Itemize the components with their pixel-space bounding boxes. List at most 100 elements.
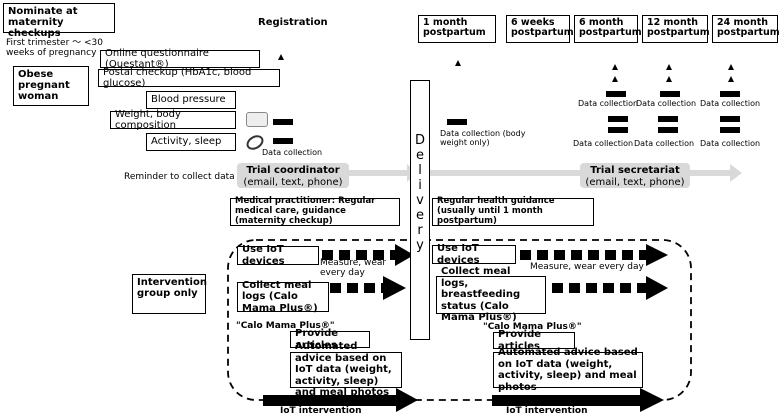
reminder-text: Reminder to collect data <box>124 172 235 182</box>
header-24-month: 24 month postpartum <box>712 15 780 43</box>
rect-marker <box>720 116 740 122</box>
data-collection-label-1m: Data collection (body weight only) <box>440 129 526 148</box>
intervention-group-box: Intervention group only <box>132 274 207 314</box>
dashed-arrow-use-iot-left <box>322 244 414 266</box>
provide-articles-label-right: Provide articles <box>498 329 542 352</box>
measure-text-right: Measure, wear every day <box>530 262 644 272</box>
trial-secretariat-title: Trial secretariat <box>590 165 680 176</box>
delivery-letter: e <box>416 208 424 223</box>
rect-marker <box>273 119 293 125</box>
grey-arrow-right <box>688 164 742 182</box>
provide-articles-label-left: Provide articles <box>295 328 339 351</box>
triangle-marker <box>666 76 672 82</box>
registration-header: Registration <box>258 17 328 28</box>
delivery-box: D e l i v e r y <box>410 80 430 340</box>
data-collection-label: Data collection <box>636 99 697 108</box>
rect-marker <box>608 116 628 122</box>
rect-marker <box>606 91 626 97</box>
advice-label-right: Automated advice based on IoT data (weig… <box>498 347 638 393</box>
rect-marker <box>658 116 678 122</box>
data-collection-label: Data collection <box>634 139 695 148</box>
weight-box: Weight, body composition <box>110 108 236 132</box>
delivery-letter: l <box>418 163 422 178</box>
activity-box: Activity, sleep <box>146 133 236 151</box>
medical-care-box: Medical practitioner: Regular medical ca… <box>230 196 400 226</box>
trial-coordinator-title: Trial coordinator <box>246 165 340 176</box>
delivery-letter: i <box>418 178 422 193</box>
header-6-month: 6 month postpartum <box>574 15 642 43</box>
triangle-marker <box>612 76 618 82</box>
iot-intervention-arrow-right <box>492 388 664 412</box>
data-collection-label: Data collection <box>262 148 323 157</box>
activity-label: Activity, sleep <box>151 136 222 148</box>
trial-secretariat-sub: (email, text, phone) <box>585 177 685 188</box>
use-iot-label-right: Use IoT devices <box>437 243 480 266</box>
obese-box: Obese pregnant woman <box>13 66 89 106</box>
header-6-weeks: 6 weeks postpartum <box>506 15 574 43</box>
use-iot-label-left: Use IoT devices <box>242 244 285 267</box>
triangle-marker <box>278 54 284 60</box>
meal-log-label-left: Collect meal logs (Calo Mama Plus®) <box>242 279 318 314</box>
grey-arrow-left <box>345 164 417 182</box>
nominate-box: Nominate at maternity checkups <box>3 3 115 39</box>
regular-guidance-label: Regular health guidance (usually until 1… <box>437 196 555 226</box>
dashed-arrow-use-iot-right <box>520 244 668 266</box>
rect-marker <box>447 119 467 125</box>
advice-box-left: Automated advice based on IoT data (weig… <box>290 341 402 398</box>
iot-intervention-arrow-left <box>263 388 418 412</box>
dashed-arrow-meal-right <box>535 276 668 300</box>
blood-pressure-box: Blood pressure <box>146 91 236 109</box>
header-6-weeks-label: 6 weeks postpartum <box>511 17 574 39</box>
meal-log-label-right: Collect meal logs, breastfeeding status … <box>441 266 521 324</box>
triangle-marker <box>728 64 734 70</box>
provide-articles-box-right: Provide articles <box>493 329 575 352</box>
questionnaire-box: Online questionnaire (Questant®) <box>100 47 260 71</box>
triangle-marker <box>666 64 672 70</box>
data-collection-label: Data collection <box>578 99 639 108</box>
delivery-letter: r <box>417 223 423 238</box>
postal-checkup-label: Postal checkup (HbA1c, blood glucose) <box>103 66 252 90</box>
data-collection-label: Data collection <box>700 99 761 108</box>
trial-coordinator-sub: (email, text, phone) <box>243 177 343 188</box>
rect-marker <box>273 138 293 144</box>
iot-intervention-label-right: IoT intervention <box>506 406 588 416</box>
measure-text-left: Measure, wear every day <box>320 258 387 279</box>
data-collection-label: Data collection <box>573 139 634 148</box>
scale-device-icon <box>246 112 268 127</box>
calo-mama-label-right: "Calo Mama Plus®" <box>483 322 582 332</box>
rect-marker <box>720 127 740 133</box>
header-6-month-label: 6 month postpartum <box>579 17 642 39</box>
calo-mama-label-left: "Calo Mama Plus®" <box>236 321 335 331</box>
meal-log-box-right: Collect meal logs, breastfeeding status … <box>436 266 546 323</box>
provide-articles-box-left: Provide articles <box>290 328 370 351</box>
data-collection-label: Data collection <box>700 139 761 148</box>
triangle-marker <box>612 64 618 70</box>
trial-secretariat-box: Trial secretariat (email, text, phone) <box>580 163 690 188</box>
iot-intervention-label-left: IoT intervention <box>280 406 362 416</box>
trial-coordinator-box: Trial coordinator (email, text, phone) <box>237 163 349 188</box>
use-iot-box-left: Use IoT devices <box>237 244 319 267</box>
regular-guidance-box: Regular health guidance (usually until 1… <box>432 196 594 226</box>
rect-marker <box>660 91 680 97</box>
advice-label-left: Automated advice based on IoT data (weig… <box>295 341 392 399</box>
header-1-month: 1 month postpartum <box>418 15 496 43</box>
header-12-month-label: 12 month postpartum <box>647 17 710 39</box>
rect-marker <box>658 127 678 133</box>
intervention-group-label: Intervention group only <box>137 277 207 299</box>
obese-label: Obese pregnant woman <box>18 69 70 102</box>
medical-care-label: Medical practitioner: Regular medical ca… <box>235 196 376 226</box>
postal-checkup-box: Postal checkup (HbA1c, blood glucose) <box>98 66 280 90</box>
delivery-letter: v <box>416 193 424 208</box>
triangle-marker <box>455 60 461 66</box>
questionnaire-label: Online questionnaire (Questant®) <box>105 47 209 71</box>
weight-label: Weight, body composition <box>115 108 181 132</box>
header-24-month-label: 24 month postpartum <box>717 17 780 39</box>
header-12-month: 12 month postpartum <box>642 15 710 43</box>
first-trimester-text: First trimester ～ <30 weeks of pregnancy <box>6 38 104 59</box>
header-1-month-label: 1 month postpartum <box>423 17 486 39</box>
advice-box-right: Automated advice based on IoT data (weig… <box>493 347 643 393</box>
rect-marker <box>608 127 628 133</box>
use-iot-box-right: Use IoT devices <box>432 243 516 266</box>
dashed-arrow-meal-left <box>330 276 406 300</box>
